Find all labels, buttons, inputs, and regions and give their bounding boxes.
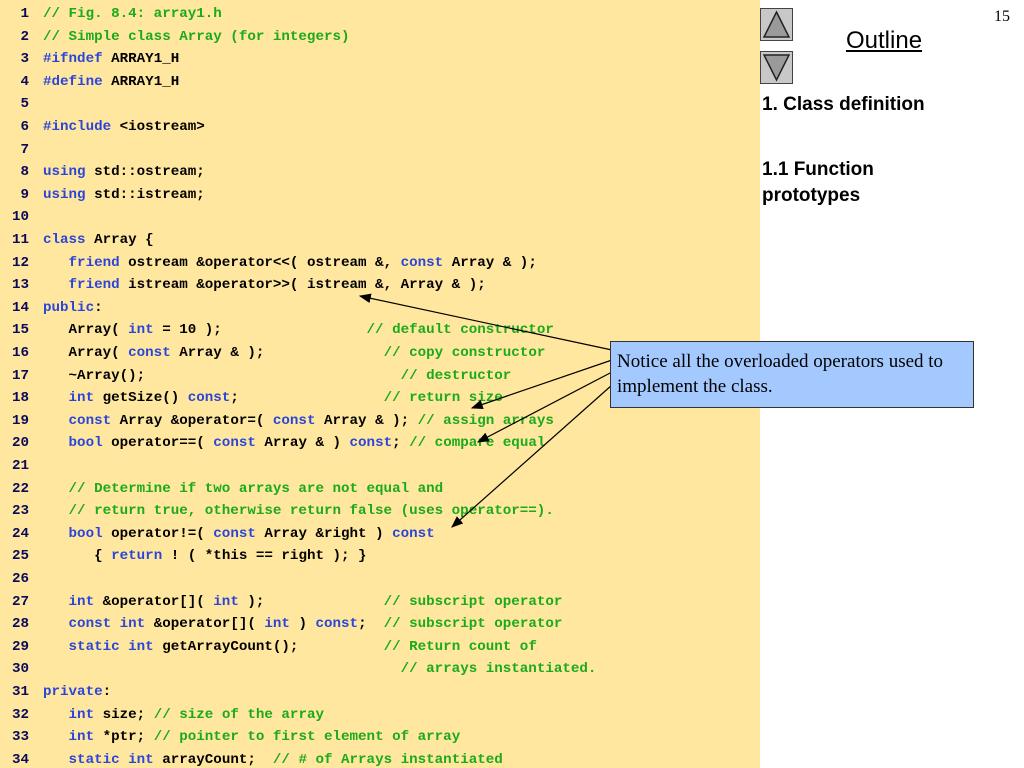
line-number: 26 — [11, 571, 29, 587]
line-number: 17 — [11, 367, 29, 384]
line-number: 14 — [11, 299, 29, 316]
code-text: // arrays instantiated. — [400, 661, 597, 678]
line-number: 34 — [11, 751, 29, 768]
code-text: ~Array(); // destructor — [43, 367, 512, 384]
line-number: 24 — [11, 525, 29, 542]
previous-slide-button[interactable] — [760, 8, 793, 41]
code-text: // return true, otherwise return false (… — [68, 503, 554, 520]
line-number: 3 — [20, 51, 29, 68]
line-number: 23 — [11, 503, 29, 520]
line-number: 2 — [20, 28, 29, 45]
code-text: friend istream &operator>>( istream &, A… — [68, 277, 486, 294]
triangle-down-icon — [762, 54, 791, 82]
line-number: 31 — [11, 684, 29, 700]
section-function-prototypes: 1.1 Function prototypes — [762, 159, 874, 206]
code-text: int *ptr; // pointer to first element of… — [68, 729, 461, 746]
code-text: // Simple class Array (for integers) — [43, 28, 350, 45]
code-text: friend ostream &operator<<( ostream &, c… — [68, 254, 537, 271]
callout-note: Notice all the overloaded operators used… — [610, 341, 974, 408]
line-number: 28 — [11, 616, 29, 633]
code-text: #include <iostream> — [43, 119, 205, 135]
code-text: #define ARRAY1_H — [43, 73, 180, 90]
line-number: 16 — [11, 345, 29, 361]
code-text: int &operator[]( int ); // subscript ope… — [68, 593, 563, 610]
line-number: 9 — [20, 186, 29, 203]
code-text: { return ! ( *this == right ); } — [43, 548, 367, 565]
code-text: // Fig. 8.4: array1.h — [43, 6, 222, 22]
line-number: 15 — [11, 322, 29, 339]
page-number: 15 — [994, 8, 1010, 25]
line-number: 4 — [20, 73, 29, 90]
line-number: 13 — [11, 277, 29, 294]
line-number: 33 — [11, 729, 29, 746]
line-number: 7 — [20, 141, 29, 158]
code-text: using std::istream; — [43, 186, 205, 203]
line-number: 6 — [20, 119, 29, 135]
line-number: 1 — [20, 6, 29, 22]
line-number: 20 — [11, 435, 29, 452]
code-text: // Determine if two arrays are not equal… — [68, 480, 444, 497]
code-text: class Array { — [43, 232, 154, 248]
section-class-definition: 1. Class definition — [762, 94, 925, 115]
code-text: const int &operator[]( int ) const; // s… — [68, 616, 563, 633]
line-number: 27 — [11, 593, 29, 610]
code-text: private: — [43, 684, 112, 700]
code-text: Array( const Array & ); // copy construc… — [43, 345, 546, 361]
line-number: 19 — [11, 412, 29, 429]
code-text: const Array &operator=( const Array & );… — [68, 412, 554, 429]
line-number: 29 — [11, 638, 29, 655]
code-text: static int getArrayCount(); // Return co… — [68, 638, 537, 655]
code-text: bool operator==( const Array & ) const; … — [68, 435, 546, 452]
line-number: 32 — [11, 706, 29, 723]
line-number: 11 — [11, 232, 29, 248]
line-number: 21 — [11, 458, 29, 474]
triangle-up-icon — [762, 10, 791, 38]
line-number: 30 — [11, 661, 29, 678]
code-text: bool operator!=( const Array &right ) co… — [68, 525, 435, 542]
code-text: static int arrayCount; // # of Arrays in… — [68, 751, 503, 768]
code-text: public: — [43, 299, 103, 316]
code-text: #ifndef ARRAY1_H — [43, 51, 180, 68]
line-number: 18 — [11, 390, 29, 407]
code-text: int size; // size of the array — [68, 706, 324, 723]
line-number: 8 — [20, 164, 29, 181]
code-text: int getSize() const; // return size — [68, 390, 503, 407]
line-number: 25 — [11, 548, 29, 565]
line-number: 22 — [11, 480, 29, 497]
line-number: 10 — [11, 209, 29, 226]
line-number: 12 — [11, 254, 29, 271]
code-text: using std::ostream; — [43, 164, 205, 181]
code-text: Array( int = 10 ); // default constructo… — [43, 322, 554, 339]
next-slide-button[interactable] — [760, 51, 793, 84]
line-number: 5 — [20, 96, 29, 113]
outline-link[interactable]: Outline — [846, 27, 923, 54]
